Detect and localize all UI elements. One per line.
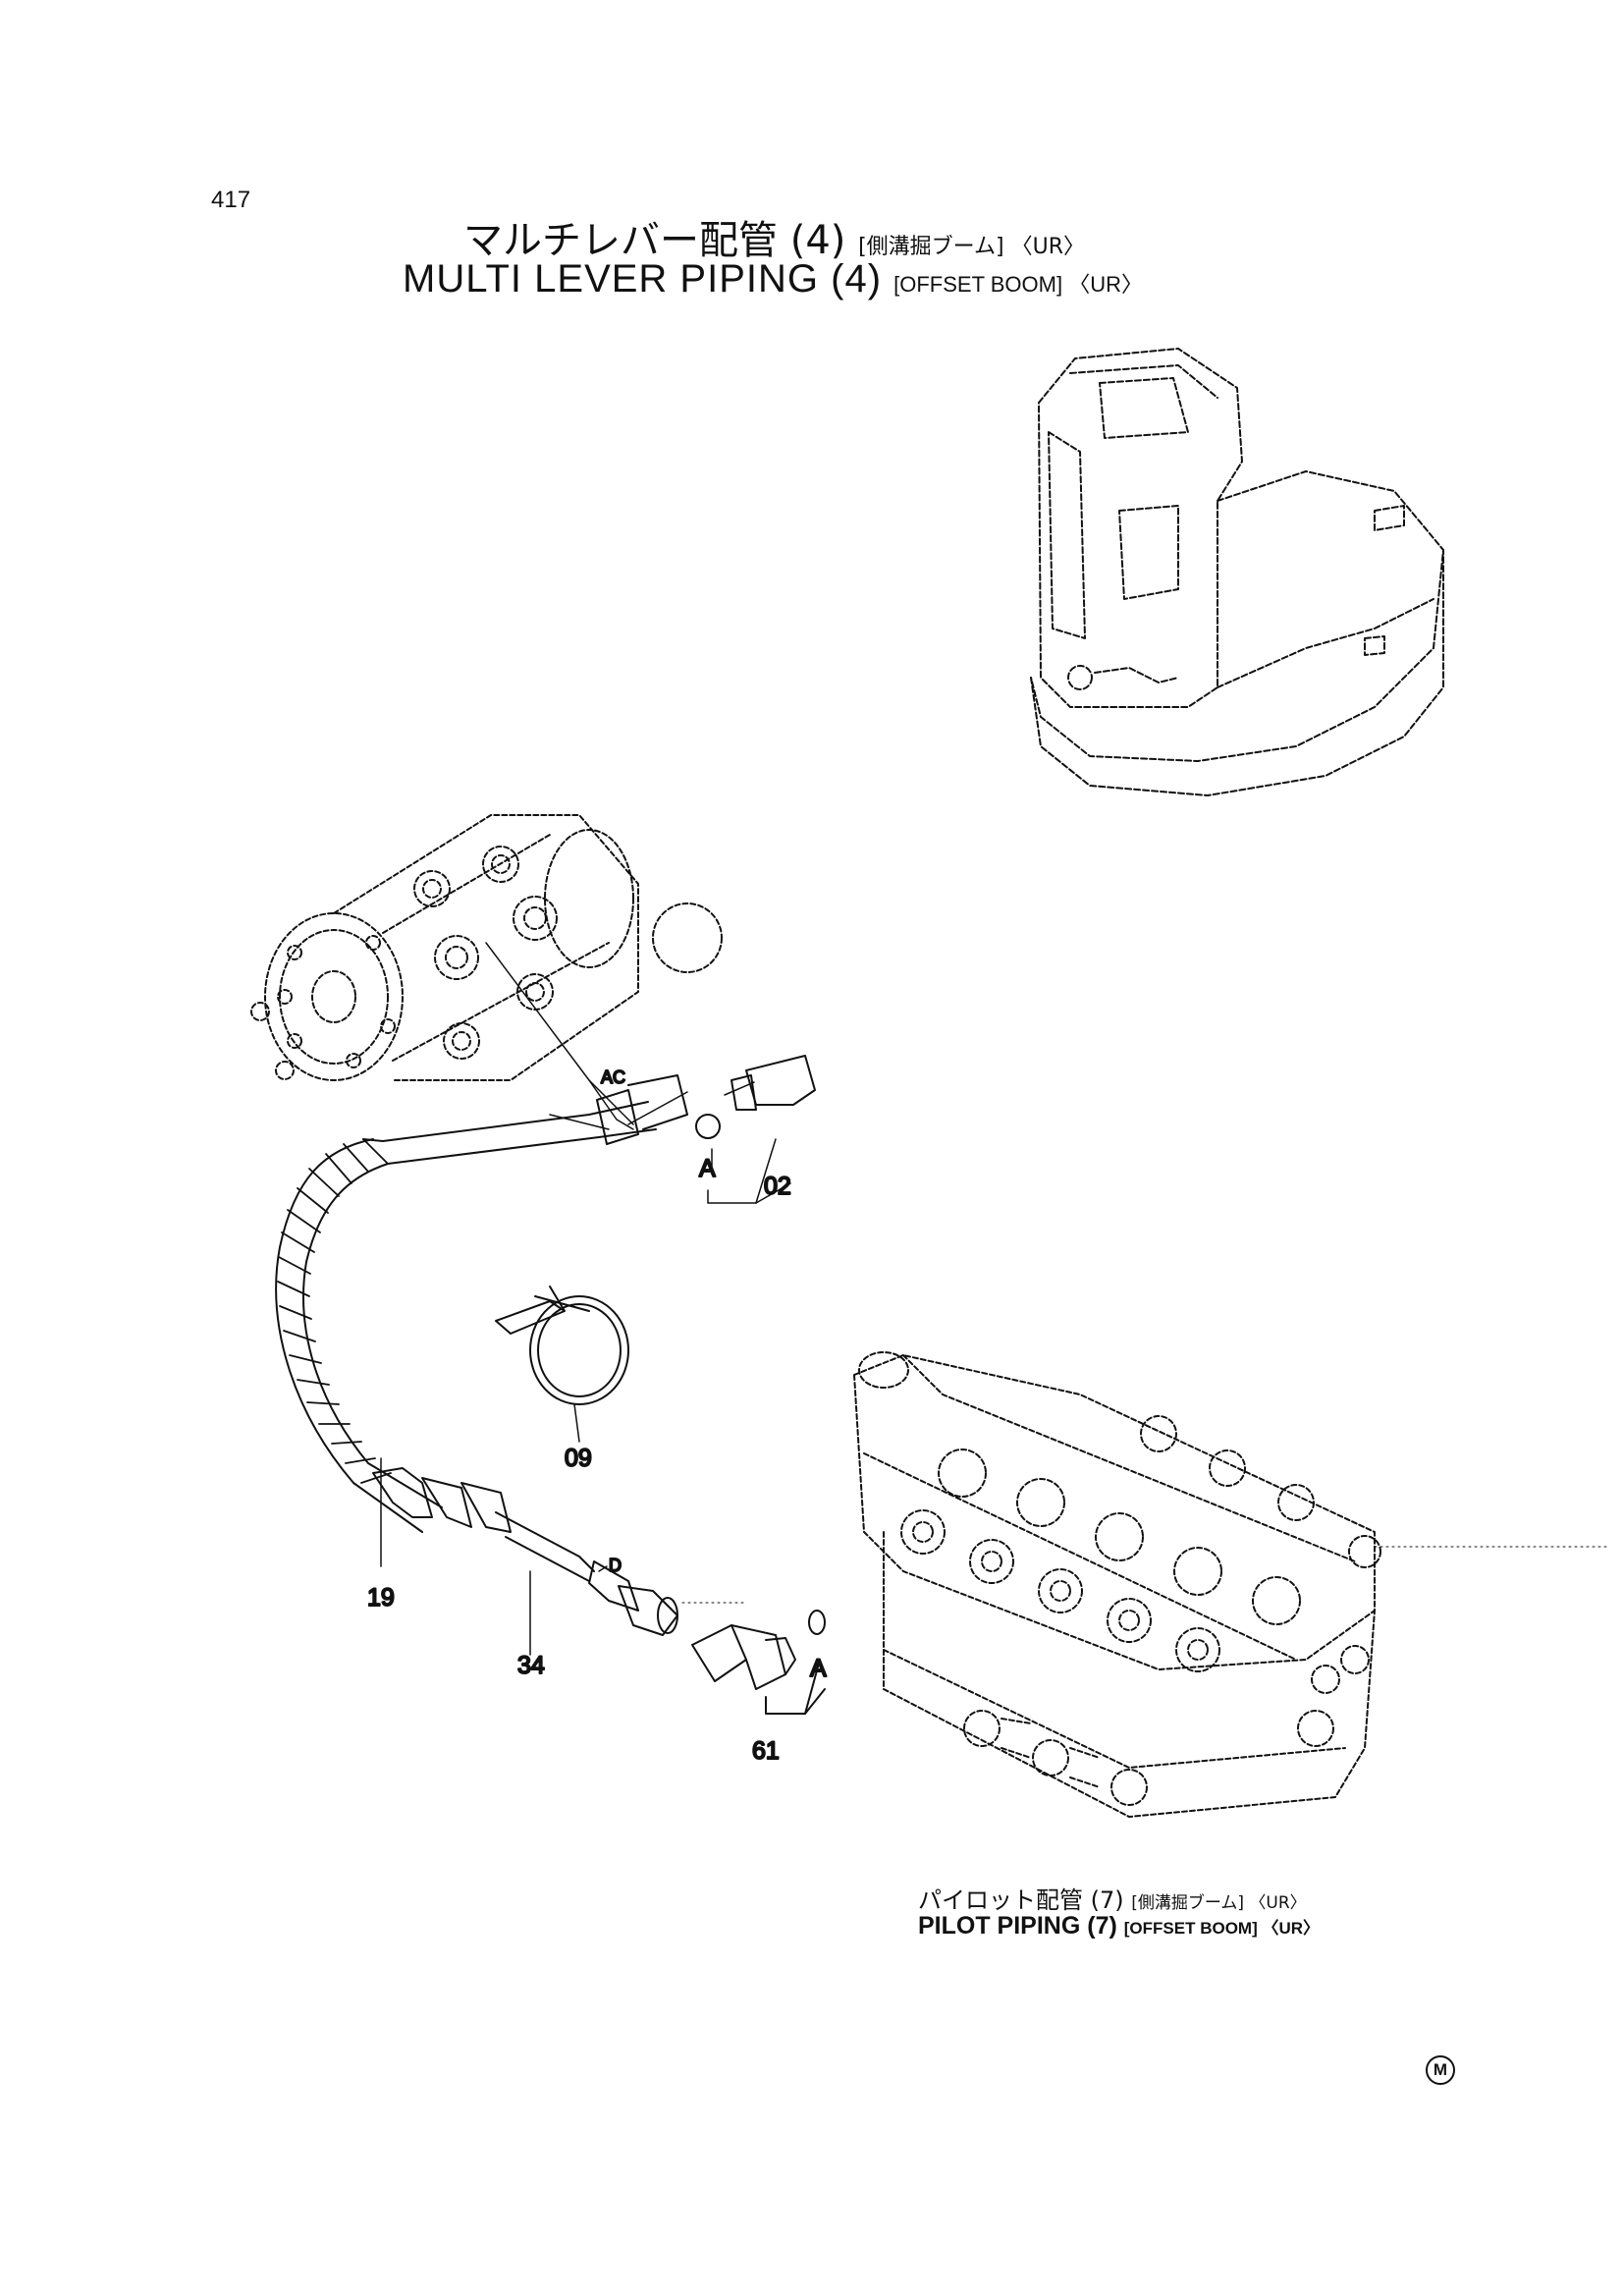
reference-en-spec: [OFFSET BOOM] 〈UR〉 xyxy=(1123,1919,1321,1938)
title-en-spec: [OFFSET BOOM] 〈UR〉 xyxy=(893,272,1143,297)
reference-jp-spec: [側溝掘ブーム] 〈UR〉 xyxy=(1131,1893,1307,1913)
callout-a-bottom: A xyxy=(810,1655,827,1682)
hose-assembly xyxy=(275,1055,816,1636)
callout-leaders xyxy=(380,1403,608,1656)
connection-lines xyxy=(681,1546,1611,1604)
title-japanese: マルチレバー配管 (4) [側溝掘ブーム] 〈UR〉 xyxy=(463,208,1085,265)
control-valve-block xyxy=(853,1351,1381,1818)
title-jp-spec: [側溝掘ブーム] 〈UR〉 xyxy=(858,235,1085,259)
callout-part-34: 34 xyxy=(517,1652,545,1679)
leader-lines-top xyxy=(485,942,791,1204)
reference-jp-main: パイロット配管 (7) xyxy=(918,1886,1124,1914)
reference-japanese: パイロット配管 (7) [側溝掘ブーム] 〈UR〉 xyxy=(918,1881,1307,1915)
callout-part-09: 09 xyxy=(565,1445,592,1472)
callout-a-top: A xyxy=(699,1155,716,1182)
reference-english: PILOT PIPING (7) [OFFSET BOOM] 〈UR〉 xyxy=(918,1912,1320,1941)
title-en-main: MULTI LEVER PIPING (4) xyxy=(403,257,883,301)
title-jp-main: マルチレバー配管 (4) xyxy=(463,218,846,263)
reference-en-main: PILOT PIPING (7) xyxy=(918,1912,1117,1940)
page-number: 417 xyxy=(211,187,251,213)
callout-part-02: 02 xyxy=(764,1173,791,1200)
multi-lever-valve xyxy=(250,814,723,1081)
corner-mark: M xyxy=(1426,2055,1455,2085)
excavator-cab-overview xyxy=(1030,348,1444,796)
callout-part-19: 19 xyxy=(367,1584,395,1612)
elbow-fitting-bottom xyxy=(691,1610,826,1715)
callout-ac: AC xyxy=(601,1067,625,1087)
spiral-guard xyxy=(277,1138,392,1484)
cable-tie xyxy=(495,1285,629,1405)
title-english: MULTI LEVER PIPING (4) [OFFSET BOOM] 〈UR… xyxy=(403,257,1143,301)
callout-d: D xyxy=(609,1556,622,1575)
callout-part-61: 61 xyxy=(752,1737,780,1765)
